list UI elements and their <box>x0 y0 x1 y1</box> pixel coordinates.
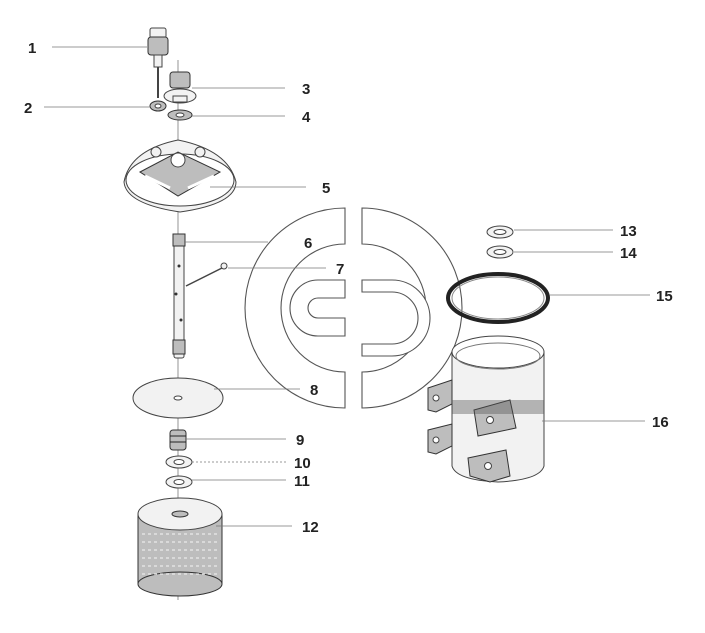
callout-13: 13 <box>620 223 637 240</box>
callout-4: 4 <box>302 109 311 126</box>
callout-15: 15 <box>656 288 673 305</box>
part-14-washer <box>486 245 514 259</box>
part-13-washer <box>486 225 514 239</box>
callout-1: 1 <box>28 40 36 57</box>
callout-16: 16 <box>652 414 669 431</box>
callout-12: 12 <box>302 519 319 536</box>
part-1-bleed-screw <box>147 27 169 98</box>
part-7-pin <box>185 262 228 287</box>
part-4-washer <box>167 109 193 121</box>
part-8-disc <box>132 377 224 419</box>
callout-2: 2 <box>24 100 32 117</box>
part-12-filter-element <box>137 497 223 597</box>
callout-14: 14 <box>620 245 637 262</box>
callout-11: 11 <box>294 473 310 490</box>
callout-7: 7 <box>336 261 344 278</box>
callout-10: 10 <box>294 455 311 472</box>
part-6-center-tube <box>172 233 186 359</box>
part-16-bowl <box>427 335 545 483</box>
part-2-washer <box>149 100 167 112</box>
part-11-washer <box>165 475 193 489</box>
part-9-spring <box>169 429 187 451</box>
part-5-filter-head <box>123 139 237 213</box>
callout-9: 9 <box>296 432 304 449</box>
callout-labels: 1 2 3 4 5 6 7 8 9 10 11 12 13 14 15 16 <box>24 40 673 536</box>
watermark-logo <box>244 207 463 409</box>
part-3-plug <box>163 71 197 104</box>
part-15-o-ring <box>446 272 550 324</box>
callout-3: 3 <box>302 81 310 98</box>
callout-8: 8 <box>310 382 318 399</box>
callout-6: 6 <box>304 235 312 252</box>
part-10-washer <box>165 455 193 469</box>
callout-5: 5 <box>322 180 330 197</box>
leader-lines <box>44 46 650 527</box>
